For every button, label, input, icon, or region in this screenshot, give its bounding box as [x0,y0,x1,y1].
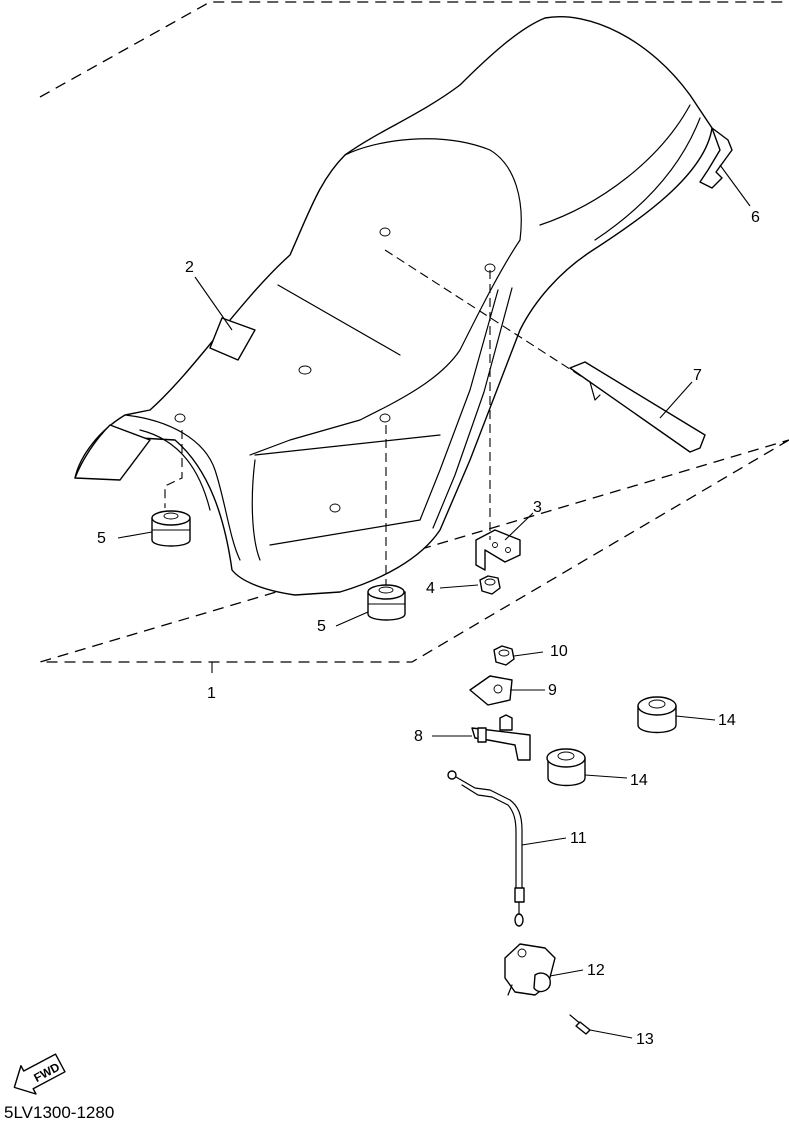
seat-lock-bracket [471,714,531,761]
callout-11: 11 [570,830,587,847]
callout-10: 10 [550,643,568,660]
seat-lock [504,943,556,996]
callout-8: 8 [414,728,423,745]
callout-6: 6 [751,209,760,226]
callout-2: 2 [185,259,194,276]
callout-4: 4 [426,580,435,597]
label-decal [209,317,256,361]
bracket [475,529,521,571]
fwd-arrow-icon: FWD [13,1053,66,1095]
damper-right-lower [546,748,586,787]
callout-5-left: 5 [97,530,106,547]
lock-nut [493,645,515,666]
seat-assembly [74,16,713,596]
callout-13: 13 [636,1031,654,1048]
damper-left [151,510,191,547]
callout-12: 12 [587,962,605,979]
diagram-code: 5LV1300-1280 [4,1103,114,1121]
callout-9: 9 [548,682,557,699]
damper-center [367,584,406,621]
lock-plate [469,675,513,706]
seat-lock-cable [447,770,525,927]
assembly-boundary [39,1,789,663]
seat-strap [569,361,706,453]
screw [569,1014,591,1035]
rear-handle [699,127,733,189]
callout-5-center: 5 [317,618,326,635]
callout-1: 1 [207,685,216,702]
callout-3: 3 [533,499,542,516]
callout-14-upper: 14 [718,712,736,729]
callout-7: 7 [693,367,702,384]
damper-right-upper [637,696,677,734]
nut [479,575,501,595]
callout-14-lower: 14 [630,772,648,789]
